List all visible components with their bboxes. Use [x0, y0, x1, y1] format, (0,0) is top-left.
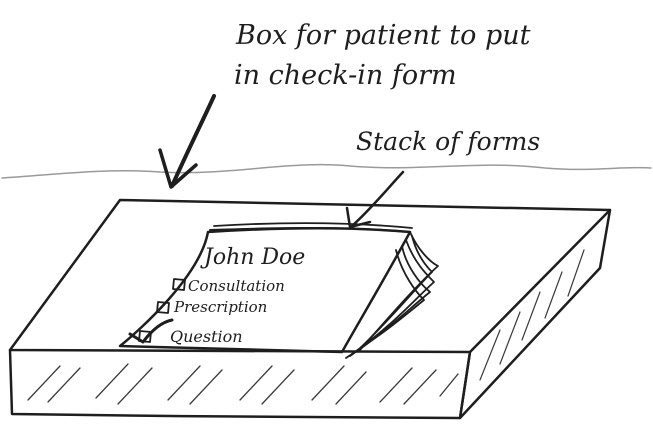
- form-option-prescription: Prescription: [173, 298, 267, 316]
- stack-arrow-icon: [347, 172, 403, 227]
- check-in-box: [10, 200, 610, 418]
- form-patient-name: John Doe: [200, 245, 305, 270]
- form-option-consultation: Consultation: [188, 277, 285, 295]
- check-in-form: John Doe Consultation Prescription Quest…: [130, 245, 305, 346]
- table-edge-line: [2, 165, 651, 178]
- form-option-question: Question: [170, 327, 243, 346]
- box-annotation-line2: in check-in form: [234, 60, 457, 91]
- box-arrow-icon: [160, 96, 214, 187]
- box-front-hatching: [28, 364, 458, 404]
- checkbox-prescription-icon: [157, 302, 169, 313]
- box-annotation-line1: Box for patient to put: [235, 20, 531, 51]
- stack-annotation: Stack of forms: [356, 127, 540, 156]
